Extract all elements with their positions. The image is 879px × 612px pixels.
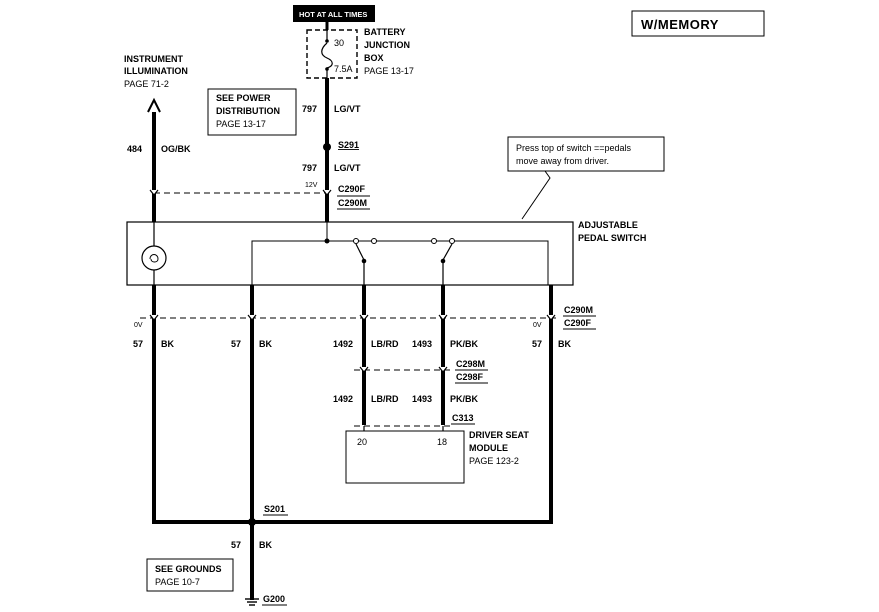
wire-1492b-color: LB/RD	[371, 394, 399, 404]
wire-1492b-num: 1492	[333, 394, 353, 404]
connector-c313: C313	[452, 413, 474, 423]
note-pointer	[521, 170, 551, 220]
instrument-page: PAGE 71-2	[124, 79, 169, 89]
voltage-0v-left: 0V	[134, 322, 143, 329]
pin-chevron-icon	[322, 189, 332, 196]
wire-57-1-num: 57	[133, 339, 143, 349]
fuse-cavity-number: 30	[334, 38, 344, 48]
switch-label-line2: PEDAL SWITCH	[578, 233, 646, 243]
hot-at-all-times-label: HOT AT ALL TIMES	[299, 10, 367, 19]
wire-797b-num: 797	[302, 163, 317, 173]
connector-c290m-top: C290M	[338, 198, 367, 208]
fuse-terminal-top	[325, 39, 329, 43]
wire-1492a-color: LB/RD	[371, 339, 399, 349]
see-power-box	[207, 88, 297, 136]
fuse-terminal-bottom	[325, 67, 329, 71]
module-pin-20: 20	[357, 437, 367, 447]
module-line2: MODULE	[469, 443, 508, 453]
see-power-page: PAGE 13-17	[216, 119, 266, 129]
battery-junction-box	[306, 29, 358, 79]
wire-797a-color: LG/VT	[334, 104, 361, 114]
driver-seat-module	[345, 430, 465, 484]
splice-s201-label: S201	[264, 504, 285, 514]
wire-57-2-color: BK	[259, 339, 272, 349]
adjustable-pedal-switch	[126, 221, 574, 286]
switch-arm-1	[355, 243, 365, 261]
hot-at-all-times-badge	[293, 5, 375, 22]
switch-contact	[371, 238, 377, 244]
arrow-up-icon	[147, 97, 161, 113]
module-pin-18: 18	[437, 437, 447, 447]
lamp-filament	[149, 254, 159, 263]
splice-s291-label: S291	[338, 140, 359, 150]
instrument-line1: INSTRUMENT	[124, 54, 183, 64]
pin-chevron-icon	[359, 366, 369, 373]
wire-1493a-num: 1493	[412, 339, 432, 349]
pin-chevron-icon	[149, 314, 159, 321]
connector-c298m: C298M	[456, 359, 485, 369]
switch-pivot	[361, 258, 367, 264]
wire-57-3-color: BK	[259, 540, 272, 550]
fuse-symbol	[321, 42, 333, 69]
module-line1: DRIVER SEAT	[469, 430, 529, 440]
wire-57-4-color: BK	[558, 339, 571, 349]
wire-797a-num: 797	[302, 104, 317, 114]
switch-label-line1: ADJUSTABLE	[578, 220, 638, 230]
module-page: PAGE 123-2	[469, 456, 519, 466]
see-power-line1: SEE POWER	[216, 93, 271, 103]
splice-s291	[323, 143, 331, 151]
connector-c290f-top: C290F	[338, 184, 366, 194]
wire-57-3-num: 57	[231, 540, 241, 550]
see-grounds-page: PAGE 10-7	[155, 577, 200, 587]
lamp-icon	[141, 245, 167, 271]
instrument-line2: ILLUMINATION	[124, 66, 188, 76]
battery-box-page: PAGE 13-17	[364, 66, 414, 76]
battery-box-line1: BATTERY	[364, 27, 406, 37]
see-grounds-box	[146, 558, 234, 592]
switch-pivot	[440, 258, 446, 264]
connector-c290m-right: C290M	[564, 305, 593, 315]
pin-chevron-icon	[438, 366, 448, 373]
see-power-line2: DISTRIBUTION	[216, 106, 280, 116]
pin-chevron-icon	[149, 189, 159, 196]
connector-c290f-right: C290F	[564, 318, 592, 328]
fuse-rating: 7.5A	[334, 64, 353, 74]
wire-1492a-num: 1492	[333, 339, 353, 349]
wire-1493b-num: 1493	[412, 394, 432, 404]
pin-chevron-icon	[438, 314, 448, 321]
note-line2: move away from driver.	[516, 156, 609, 166]
wire-1493a-color: PK/BK	[450, 339, 479, 349]
switch-contact	[431, 238, 437, 244]
battery-box-line3: BOX	[364, 53, 384, 63]
switch-arm-2	[442, 243, 453, 261]
title-box	[631, 10, 765, 37]
wire-57-1-color: BK	[161, 339, 174, 349]
pin-chevron-icon	[359, 314, 369, 321]
see-grounds-line1: SEE GROUNDS	[155, 564, 222, 574]
pin-chevron-icon	[247, 314, 257, 321]
note-box	[507, 136, 665, 172]
pin-chevron-icon	[546, 314, 556, 321]
internal-node	[324, 238, 330, 244]
voltage-0v-right: 0V	[533, 322, 542, 329]
switch-contact	[449, 238, 455, 244]
switch-contact	[353, 238, 359, 244]
splice-s201	[248, 518, 256, 526]
voltage-12v: 12V	[305, 182, 318, 189]
page-title: W/MEMORY	[641, 17, 719, 32]
note-line1: Press top of switch ==pedals	[516, 143, 632, 153]
battery-box-line2: JUNCTION	[364, 40, 410, 50]
ground-icon	[245, 598, 259, 606]
wire-797b-color: LG/VT	[334, 163, 361, 173]
wire-57-4-num: 57	[532, 339, 542, 349]
connector-c298f: C298F	[456, 372, 484, 382]
wire-57-2-num: 57	[231, 339, 241, 349]
ground-g200-label: G200	[263, 594, 285, 604]
wire-484-num: 484	[127, 144, 142, 154]
wire-1493b-color: PK/BK	[450, 394, 479, 404]
wire-484-color: OG/BK	[161, 144, 191, 154]
